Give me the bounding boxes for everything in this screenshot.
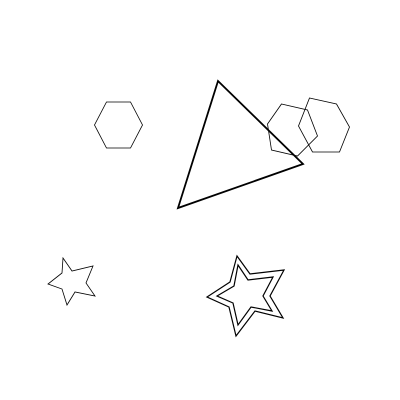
star-small-shape [47, 256, 96, 306]
triangle-shape [176, 79, 305, 210]
hexagon-pair-left [267, 103, 318, 157]
star-double-outer [205, 254, 286, 338]
star-double-inner [215, 263, 275, 327]
hexagon-pair-shape [267, 97, 350, 157]
hexagon-left-shape [94, 101, 143, 149]
star-double-shape [205, 254, 286, 338]
hexagon-pair-right [298, 97, 350, 153]
